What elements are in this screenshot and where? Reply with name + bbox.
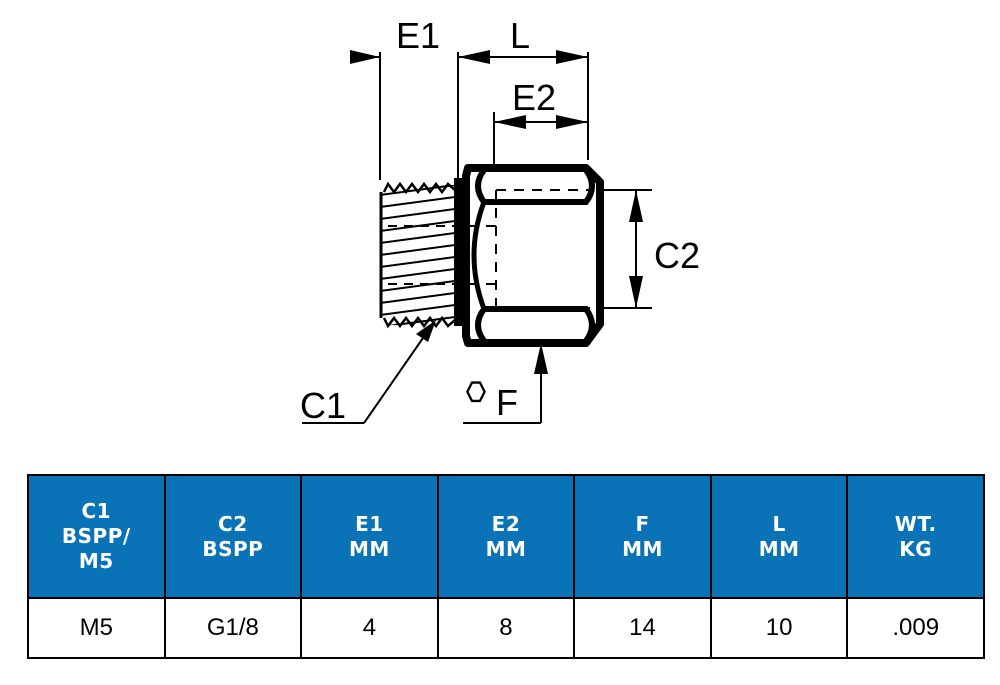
f-leader: F [463,343,548,424]
c2-label: C2 [654,235,700,276]
column-header-line: KG [899,536,933,561]
fitting-drawing: E1 L E2 C2 [300,15,700,426]
table-cell: .009 [846,597,985,659]
l-label: L [510,15,530,56]
hex-body [462,164,604,347]
column-header-line: MM [758,536,800,561]
column-header-line: E1 [355,511,384,536]
threaded-shank [379,181,456,329]
column-header-line: C1 [81,499,112,523]
column-header-line: M5 [78,549,114,573]
column-header-line: L [772,511,786,536]
column-header: WT.KG [846,474,985,599]
e2-label: E2 [512,77,556,118]
dimension-e2: E2 [494,77,588,129]
table-cell: G1/8 [163,597,303,659]
f-label: F [496,382,518,423]
column-header-line: BSPP [202,536,264,561]
table-cell: 10 [709,597,849,659]
column-header-line: F [635,511,650,536]
table-cell: M5 [27,597,166,659]
column-header-line: C2 [218,511,248,536]
table-cell: 4 [300,597,439,659]
column-header-line: MM [349,536,390,561]
c1-leader: C1 [300,320,436,426]
table-cell: 8 [436,597,576,659]
column-header-line: E2 [491,511,521,536]
column-header-line: MM [622,536,663,561]
column-header-line: BSPP/ [61,524,131,548]
table-cell: 14 [573,597,712,659]
column-header-line: MM [485,536,527,561]
c1-label: C1 [300,385,346,426]
column-header-line: WT. [894,511,937,536]
dimension-c2: C2 [629,190,700,308]
e1-label: E1 [396,15,440,56]
dimension-l: L [458,15,588,64]
dimension-e1: E1 [350,15,490,64]
hexagon-icon [466,381,486,403]
